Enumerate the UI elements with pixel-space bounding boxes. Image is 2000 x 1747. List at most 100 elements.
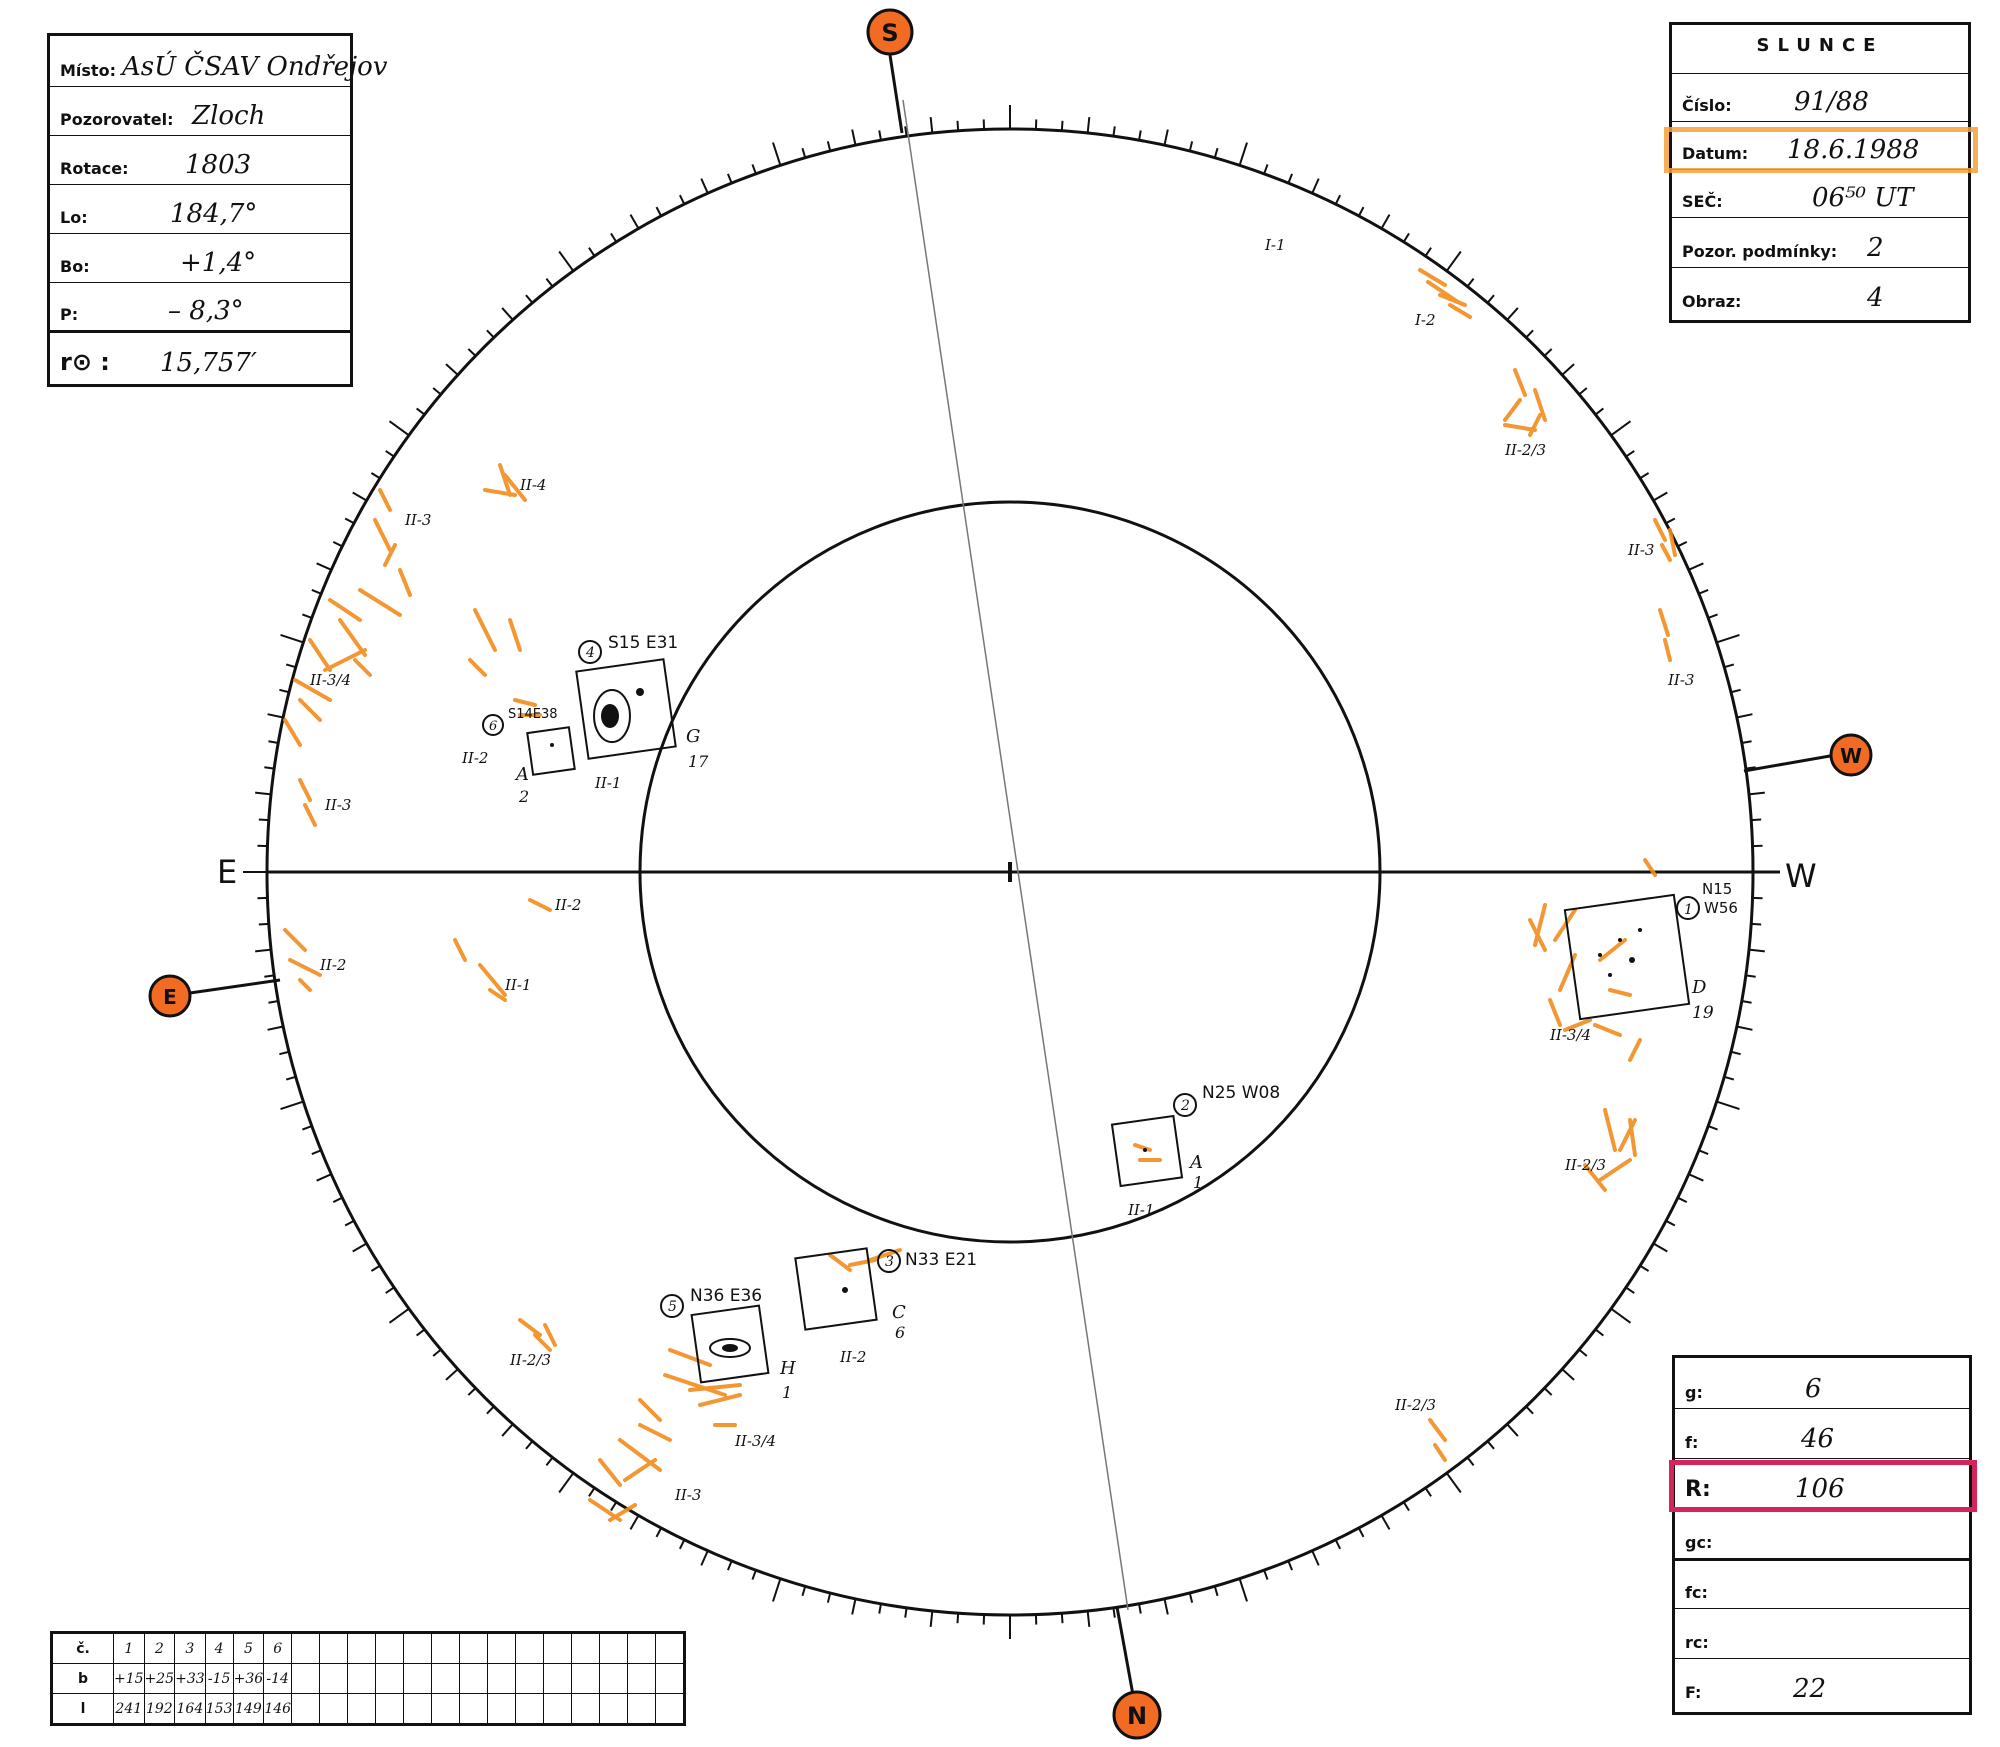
w-marker: W [1829,733,1873,777]
limb-tick [610,232,618,243]
limb-tick [1741,740,1752,744]
table-row-cislo: č. 1 2 3 4 5 6 [51,1632,686,1664]
group-5-type: H [779,1358,796,1379]
group-3 [794,1247,901,1331]
facula-area [283,488,412,747]
facula-label: I-1 [1264,236,1286,254]
s-marker: S [866,8,914,56]
limb-tick [1698,1149,1709,1156]
limb-tick [1578,387,1588,396]
facula-label: II-2 [319,956,346,974]
limb-tick [878,130,882,141]
rc-label: rc: [1685,1633,1709,1652]
limb-tick [1506,1423,1519,1437]
r-label: R: [1685,1477,1711,1502]
group-3-count: 6 [895,1323,905,1342]
facula-area [1418,268,1472,319]
slunce-box: SLUNCE Číslo: 91/88 Datum: 18.6.1988 SEČ… [1664,22,1978,323]
limb-tick [1086,117,1091,134]
limb-tick [311,588,322,595]
table-cell [319,1663,349,1694]
group-5-facula: II-3/4 [734,1432,776,1450]
g-value: 6 [1805,1374,1822,1404]
limb-tick [316,1173,332,1182]
limb-tick [267,1025,284,1031]
limb-tick [1723,1075,1735,1081]
limb-tick [929,117,934,134]
group-6 [482,714,576,776]
limb-tick [268,1000,279,1004]
limb-tick [501,307,514,321]
e-marker: E [148,974,192,1018]
limb-tick [1665,1219,1676,1227]
limb-tick [826,141,832,152]
facula-area [663,1348,742,1427]
limb-tick [751,164,757,175]
limb-tick [956,120,960,131]
limb-tick [629,214,640,230]
F-value: 22 [1793,1674,1827,1704]
group-3-facula: II-2 [839,1348,866,1366]
table-cell [375,1663,405,1694]
table-cell [543,1693,573,1725]
limb-tick [1741,1000,1752,1004]
limb-tick [545,278,554,288]
fc-row: fc: [1675,1558,1969,1609]
limb-tick [1525,1405,1534,1415]
e-pointer-line [189,978,281,995]
facula-label: II-1 [504,976,531,994]
table-cislo-label: č. [51,1632,114,1664]
table-cell [347,1693,377,1725]
limb-tick [332,1196,343,1203]
limb-tick [1287,173,1294,184]
limb-tick [1238,1578,1248,1602]
group-4-num: 4 [585,645,595,661]
limb-tick [851,1598,857,1615]
group-1-coords-top: N15 [1702,880,1732,898]
datum-label: Datum: [1682,144,1749,163]
table-cell [599,1632,629,1664]
limb-tick [956,1613,960,1624]
limb-tick [486,329,495,339]
facula-label: II-2/3 [1504,441,1546,459]
slunce-title-row [1672,25,1968,74]
table-cell: 192 [143,1693,176,1725]
sunspot-groups [482,640,1700,1384]
limb-tick [1311,178,1320,194]
limb-tick [1486,1440,1495,1450]
limb-tick [851,129,857,146]
limb-tick [280,634,304,644]
limb-tick [772,1578,782,1602]
limb-tick [904,126,908,137]
limb-tick [258,922,269,926]
limb-tick [255,791,272,796]
limb-tick [302,1125,313,1131]
f-label: f: [1685,1433,1699,1452]
table-row-b: b +15 +25 +33 -15 +36 -14 [51,1663,686,1694]
limb-tick [700,1550,709,1566]
limb-tick [1525,329,1534,339]
facula-label: II-3 [324,796,351,814]
limb-tick [385,1286,395,1294]
limb-tick [1707,1125,1718,1131]
rotace-value: 1803 [185,150,252,180]
table-cell: 5 [232,1632,265,1664]
group-6-type: A [514,764,529,785]
limb-tick [929,1610,934,1627]
limb-tick [280,1100,304,1110]
facula-area [1658,608,1672,662]
limb-tick [1561,1368,1575,1381]
limb-tick [486,1405,495,1415]
limb-tick [1287,1560,1294,1571]
obraz-row: Obraz: 4 [1672,267,1968,317]
datum-row: Datum: 18.6.1988 [1664,121,1978,173]
facula-area [513,698,542,717]
slunce-title: SLUNCE [1756,35,1884,56]
group-4-facula: II-1 [594,774,621,792]
table-l-label: l [51,1693,114,1725]
limb-tick [264,974,275,978]
pozor-value: 2 [1867,233,1884,263]
table-cell [487,1693,517,1725]
cislo-label: Číslo: [1682,96,1732,115]
limb-tick [1639,472,1650,480]
